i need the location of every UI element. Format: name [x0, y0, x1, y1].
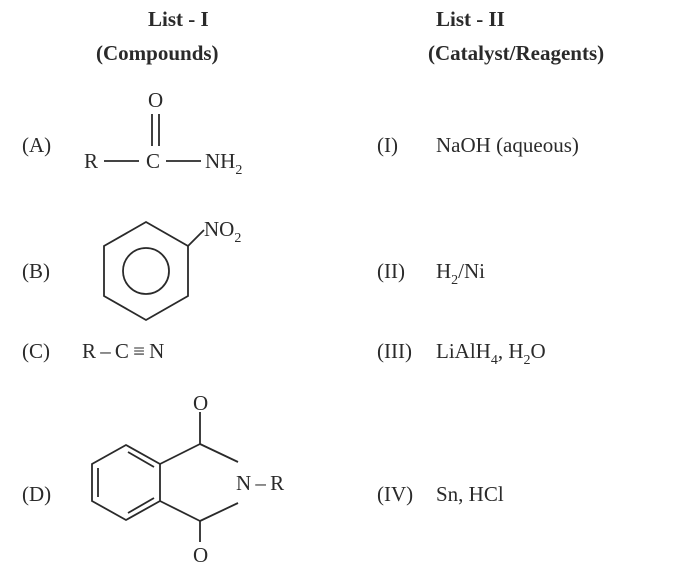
atom-o-top: O — [193, 391, 208, 415]
compound-label: (C) — [22, 339, 50, 363]
atom-n-r: N – R — [236, 471, 284, 495]
reagent-iv: (IV) Sn, HCl — [377, 482, 504, 506]
compound-label: (B) — [22, 259, 50, 283]
bond — [199, 502, 239, 522]
reagent-text: Sn, HCl — [436, 482, 504, 506]
bond — [187, 229, 205, 247]
reagent-label: (IV) — [377, 482, 413, 506]
compound-d: (D) O O N – R — [22, 391, 284, 567]
list1-title: List - I — [148, 7, 209, 31]
reagent-iii: (III) LiAlH4, H2O — [377, 339, 546, 368]
compound-label: (A) — [22, 133, 51, 157]
benzene-ring — [91, 443, 161, 522]
atom-c: C — [146, 149, 160, 173]
inner-double-bond — [127, 497, 155, 514]
bond — [159, 500, 201, 522]
bond — [199, 443, 239, 463]
nitro-group: NO2 — [204, 217, 241, 246]
reagent-label: (II) — [377, 259, 405, 283]
nitrile-formula: R – C ≡ N — [82, 339, 164, 363]
reagent-label: (I) — [377, 133, 398, 157]
reagent-label: (III) — [377, 339, 412, 363]
list2-title: List - II — [436, 7, 505, 31]
reagent-i: (I) NaOH (aqueous) — [377, 133, 579, 157]
compound-label: (D) — [22, 482, 51, 506]
atom-r: R — [84, 149, 98, 173]
compound-c: (C) R – C ≡ N — [22, 339, 164, 363]
reagent-ii: (II) H2/Ni — [377, 259, 485, 288]
compound-b: (B) NO2 — [22, 217, 241, 322]
benzene-ring — [103, 220, 189, 322]
atom-o-bottom: O — [193, 543, 208, 567]
bond — [159, 443, 201, 465]
list2-subtitle: (Catalyst/Reagents) — [428, 41, 604, 65]
atom-o: O — [148, 88, 163, 112]
reagent-text: LiAlH4, H2O — [436, 339, 546, 368]
reagent-text: H2/Ni — [436, 259, 485, 288]
compound-a: (A) O R C NH2 — [22, 88, 242, 178]
inner-double-bond — [127, 451, 155, 468]
list1-subtitle: (Compounds) — [96, 41, 219, 65]
atom-nh2: NH2 — [205, 149, 242, 178]
reagent-text: NaOH (aqueous) — [436, 133, 579, 157]
aromatic-circle — [122, 247, 170, 295]
